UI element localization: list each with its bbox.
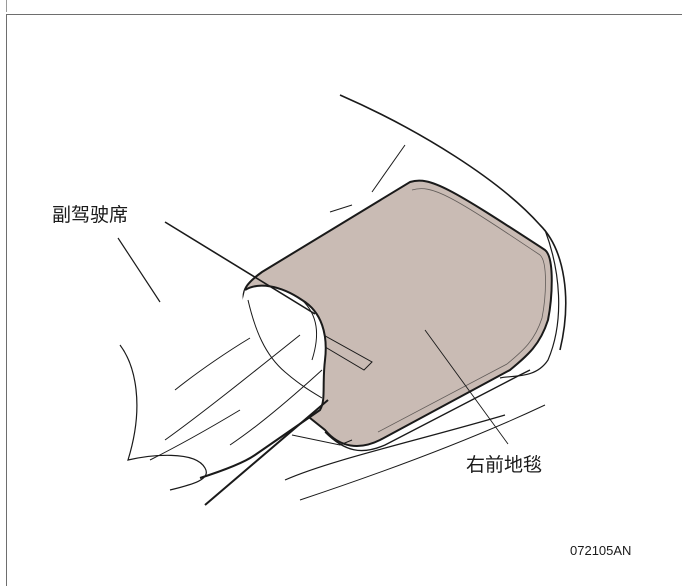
- seat-contour: [301, 299, 318, 361]
- trim-line: [329, 204, 353, 213]
- figure-frame: [6, 14, 682, 586]
- floor-line: [284, 414, 506, 481]
- corner-mark: [0, 0, 7, 12]
- floor-mat-label: 右前地毯: [466, 454, 543, 476]
- seat-rail: [204, 399, 329, 506]
- seat-rail: [229, 369, 323, 446]
- passenger-seat-label: 副驾驶席: [52, 204, 129, 226]
- seat-side: [164, 334, 301, 441]
- leader-passenger-seat-aux: [117, 237, 161, 303]
- floor-line: [299, 404, 546, 501]
- door-frame-outline: [339, 94, 567, 351]
- seat-back-outline: [119, 344, 207, 491]
- floor-mat-inner-edge: [377, 188, 546, 433]
- passenger-seat-cushion: [199, 284, 327, 479]
- mat-underlay: [324, 369, 531, 452]
- leader-passenger-seat: [164, 221, 316, 315]
- figure-code: 072105AN: [570, 543, 632, 558]
- pillar-line: [371, 144, 406, 193]
- floor-line: [291, 434, 353, 446]
- seat-contour: [247, 299, 323, 399]
- seat-side: [174, 337, 251, 391]
- leader-floor-mat: [424, 329, 509, 445]
- seat-side: [149, 409, 241, 461]
